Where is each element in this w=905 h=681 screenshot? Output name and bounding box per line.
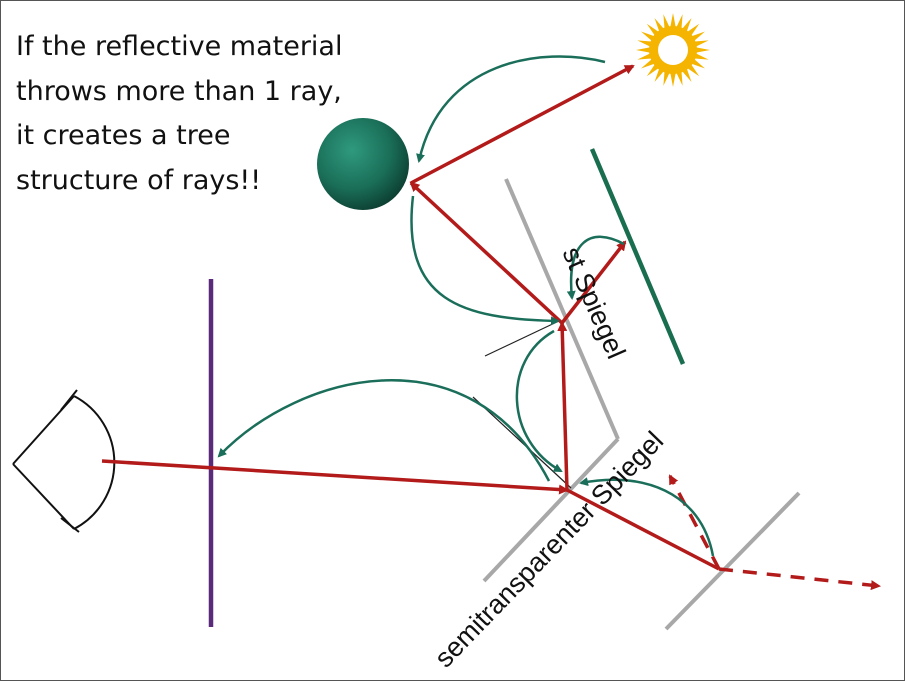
ray-sphere-to-sun — [410, 64, 635, 185]
curve-mirror-to-plane — [217, 379, 551, 482]
label-top-mirror: st Spiegel — [556, 242, 631, 363]
curve-green-to-mirror — [566, 235, 625, 300]
curve-right-to-mirror — [579, 477, 715, 557]
ray-up-to-top-mirror — [557, 321, 569, 491]
caption-line-4: structure of rays!! — [16, 164, 262, 196]
top-mirror — [504, 178, 620, 440]
caption-text: If the reflective material throws more t… — [16, 25, 396, 203]
ray-eye-to-mirror — [101, 459, 569, 495]
tangent-line-bottom — [472, 396, 572, 489]
caption-line-2: throws more than 1 ray, — [16, 75, 342, 107]
curve-sphere-to-mirror — [410, 195, 560, 326]
tangent-line-top — [484, 319, 562, 357]
sun-icon — [636, 13, 710, 87]
ray-to-green-plane — [560, 240, 627, 325]
caption-line-3: it creates a tree — [16, 120, 231, 151]
ray-to-sphere — [409, 181, 564, 325]
green-plane — [589, 148, 686, 365]
sphere-object — [317, 118, 409, 210]
bottom-mirror — [482, 437, 620, 583]
ray-dashed-right — [718, 567, 881, 591]
eye-icon — [12, 389, 116, 533]
right-mirror — [664, 491, 801, 631]
curve-sun-to-sphere — [416, 55, 606, 163]
curve-mirror-down — [515, 329, 563, 473]
caption-line-1: If the reflective material — [16, 31, 343, 62]
ray-transmitted — [566, 488, 720, 571]
ray-dashed-up — [668, 474, 721, 570]
